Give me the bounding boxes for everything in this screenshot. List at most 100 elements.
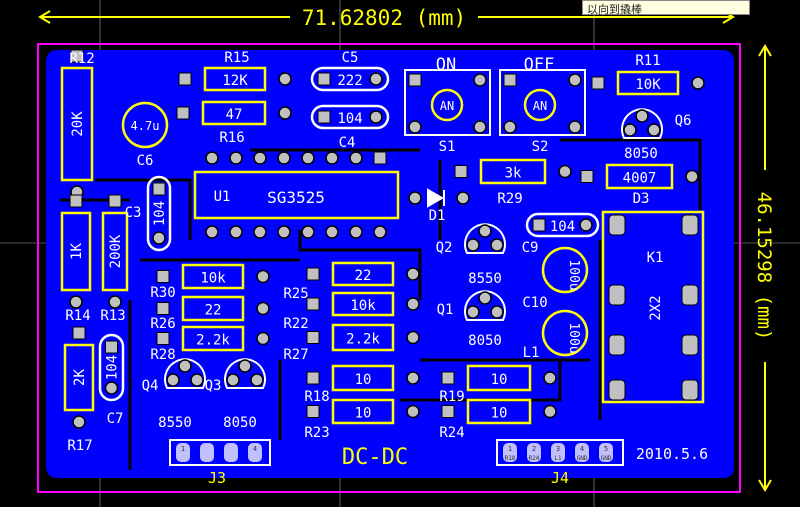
component-d1[interactable]: D1	[408, 188, 470, 224]
pad	[580, 170, 594, 183]
pin-number: 2	[532, 445, 536, 453]
component-ref: D1	[429, 208, 446, 224]
pad	[408, 120, 422, 134]
component-q6[interactable]: Q6 8050	[621, 108, 692, 162]
pad	[532, 218, 546, 232]
component-ref: C4	[339, 135, 356, 151]
pad	[317, 110, 331, 124]
pad	[568, 120, 582, 134]
component-value: 2.2k	[346, 332, 380, 348]
pad	[226, 373, 240, 387]
height-dimension	[758, 44, 772, 492]
pad	[70, 49, 84, 63]
component-ref: Q1	[437, 302, 454, 318]
component-ref: R15	[224, 50, 249, 66]
component-q3[interactable]: Q3 8050	[205, 358, 266, 431]
component-value: 20K	[70, 111, 86, 137]
component-value: 47	[226, 107, 243, 123]
component-value: 104	[337, 111, 362, 127]
pad	[406, 330, 420, 345]
component-ref: R17	[67, 438, 92, 454]
board-outline	[37, 43, 741, 493]
component-value: 200K	[108, 234, 124, 268]
pad	[301, 225, 315, 239]
pin-number: 3	[556, 445, 560, 453]
pad	[373, 151, 387, 165]
pad	[248, 443, 262, 462]
pad	[543, 404, 557, 419]
pin-net: L1	[554, 455, 562, 462]
component-ref: Q3	[205, 378, 222, 394]
component-ref: R14	[65, 308, 90, 324]
pad	[408, 191, 422, 205]
pad	[306, 331, 320, 344]
pad	[503, 443, 517, 462]
pad	[681, 379, 699, 401]
pad	[490, 305, 504, 319]
component-value: 10K	[635, 77, 661, 93]
pad	[527, 443, 541, 462]
pad	[253, 225, 267, 239]
pad	[277, 151, 291, 165]
component-ref: C7	[107, 411, 124, 427]
component-ref: L1	[523, 345, 540, 361]
pad	[200, 443, 214, 462]
board-date: 2010.5.6	[636, 445, 708, 463]
pad	[685, 169, 699, 184]
pad	[647, 123, 661, 137]
pad	[72, 415, 86, 429]
switch-caption: ON	[436, 55, 456, 75]
pad	[543, 371, 557, 385]
component-ref: C10	[522, 295, 547, 311]
component-value: 8050	[624, 146, 658, 162]
component-value: 10	[355, 372, 372, 388]
pad	[301, 151, 315, 165]
switch-caption: OFF	[524, 55, 555, 75]
pad	[635, 109, 649, 123]
component-ref: Q6	[675, 113, 692, 129]
component-value: 8050	[223, 415, 257, 431]
component-value: 2.2k	[196, 333, 230, 349]
component-ref: J3	[208, 469, 226, 487]
pad	[152, 182, 166, 196]
component-ref: C9	[522, 240, 539, 256]
pad	[278, 72, 292, 86]
